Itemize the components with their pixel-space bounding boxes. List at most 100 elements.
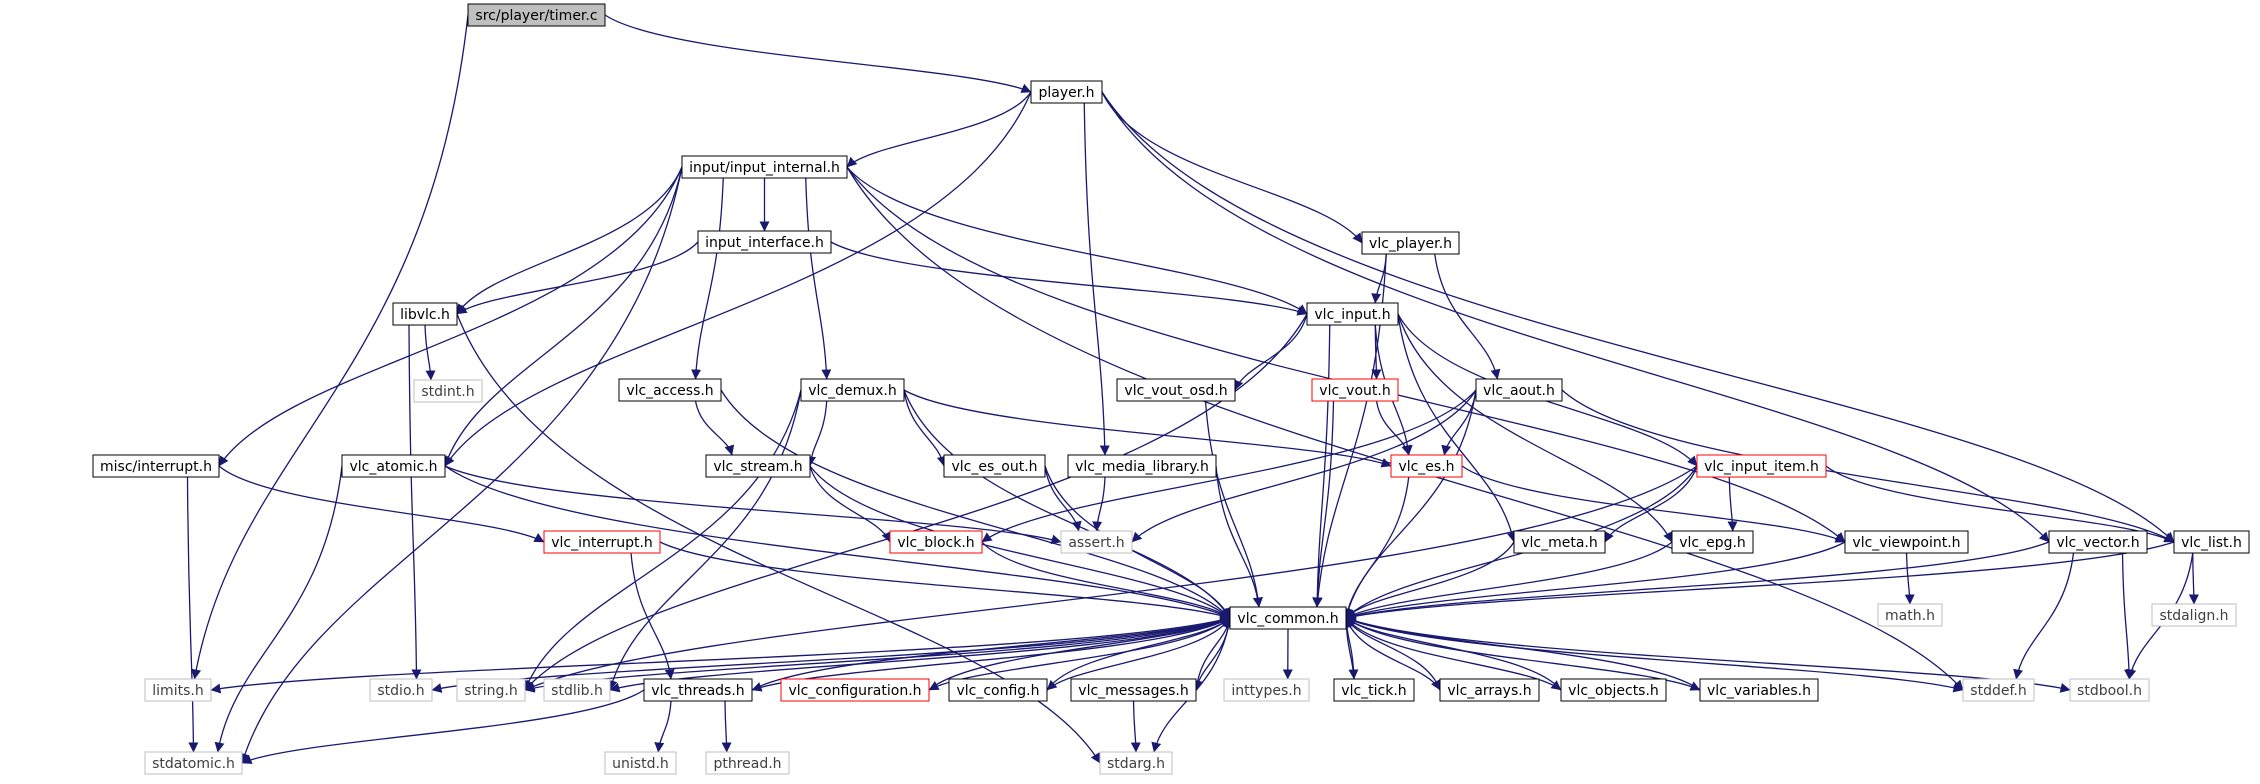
include-edge	[1046, 617, 1231, 691]
node-box	[1306, 302, 1399, 326]
graph-node-vlc-tick-h[interactable]: vlc_tick.h	[1333, 678, 1415, 702]
include-edge	[903, 389, 1392, 468]
node-label: stdlib.h	[551, 683, 603, 699]
graph-node-vlc-input-h[interactable]: vlc_input.h	[1306, 302, 1399, 326]
graph-node-stddef-h: stddef.h	[1962, 678, 2035, 702]
node-label: vlc_meta.h	[1521, 535, 1598, 551]
node-box	[341, 454, 446, 478]
include-edge	[1345, 541, 1846, 620]
node-box	[456, 678, 526, 702]
graph-node-vlc-aout-h[interactable]: vlc_aout.h	[1475, 378, 1563, 402]
node-box	[1390, 454, 1463, 478]
graph-node-input-internal-h[interactable]: input/input_internal.h	[681, 155, 848, 179]
graph-node-vlc-threads-h[interactable]: vlc_threads.h	[643, 678, 753, 702]
node-label: vlc_block.h	[897, 535, 974, 551]
graph-node-vlc-vector-h[interactable]: vlc_vector.h	[2048, 530, 2148, 554]
node-label: stddef.h	[1970, 683, 2026, 699]
include-edge	[1397, 313, 1673, 543]
include-edge	[809, 465, 1231, 619]
graph-node-assert-h: assert.h	[1060, 530, 1133, 554]
graph-node-vlc-viewpoint-h[interactable]: vlc_viewpoint.h	[1844, 530, 1969, 554]
graph-node-vlc-media-library-h[interactable]: vlc_media_library.h	[1067, 454, 1217, 478]
node-box	[2173, 530, 2250, 554]
graph-node-vlc-block-h[interactable]: vlc_block.h	[889, 530, 983, 554]
include-edge	[981, 541, 1231, 619]
graph-node-player-h[interactable]: player.h	[1030, 80, 1103, 104]
graph-node-inttypes-h: inttypes.h	[1223, 678, 1310, 702]
include-edge	[214, 465, 343, 753]
include-edge	[720, 389, 1231, 619]
node-box	[1067, 454, 1217, 478]
node-label: vlc_demux.h	[808, 383, 897, 399]
node-label: vlc_common.h	[1237, 611, 1338, 627]
graph-node-vlc-list-h[interactable]: vlc_list.h	[2173, 530, 2250, 554]
graph-node-vlc-access-h[interactable]: vlc_access.h	[618, 378, 722, 402]
include-edge	[218, 465, 545, 543]
include-edge	[524, 465, 1698, 691]
graph-node-vlc-variables-h[interactable]: vlc_variables.h	[1699, 678, 1819, 702]
node-box	[943, 454, 1046, 478]
graph-node-vlc-objects-h[interactable]: vlc_objects.h	[1560, 678, 1667, 702]
node-label: stdalign.h	[2159, 608, 2228, 624]
node-label: vlc_viewpoint.h	[1852, 535, 1960, 551]
node-box	[1696, 454, 1827, 478]
node-box	[705, 454, 811, 478]
graph-node-vlc-player-h[interactable]: vlc_player.h	[1361, 231, 1460, 255]
node-label: stdbool.h	[2077, 683, 2142, 699]
node-label: src/player/timer.c	[475, 8, 597, 24]
node-label: stdarg.h	[1107, 756, 1165, 772]
graph-node-libvlc-h[interactable]: libvlc.h	[392, 302, 458, 326]
node-box	[2069, 678, 2150, 702]
graph-node-vlc-arrays-h[interactable]: vlc_arrays.h	[1439, 678, 1540, 702]
include-edge	[903, 389, 947, 467]
graph-node-stdarg-h: stdarg.h	[1099, 751, 1173, 775]
graph-node-vlc-input-item-h[interactable]: vlc_input_item.h	[1696, 454, 1827, 478]
node-box	[604, 751, 677, 775]
node-box	[1844, 530, 1969, 554]
include-edge	[846, 91, 1032, 168]
graph-node-vlc-messages-h[interactable]: vlc_messages.h	[1070, 678, 1197, 702]
graph-node-vlc-interrupt-h[interactable]: vlc_interrupt.h	[543, 530, 661, 554]
graph-node-input-interface-h[interactable]: input_interface.h	[697, 230, 832, 254]
include-edge	[659, 541, 1231, 620]
node-box	[643, 678, 753, 702]
node-box	[1475, 378, 1563, 402]
include-edge	[1345, 541, 2175, 621]
graph-node-vlc-config-h[interactable]: vlc_config.h	[948, 678, 1048, 702]
graph-node-vlc-configuration-h[interactable]: vlc_configuration.h	[780, 678, 930, 702]
graph-node-stdalign-h: stdalign.h	[2151, 603, 2237, 627]
include-edge	[218, 166, 683, 467]
graph-node-vlc-epg-h[interactable]: vlc_epg.h	[1671, 530, 1754, 554]
node-box	[1361, 231, 1460, 255]
node-label: input_interface.h	[705, 235, 824, 251]
include-edge	[846, 166, 1308, 315]
graph-node-vlc-vout-osd-h[interactable]: vlc_vout_osd.h	[1116, 378, 1236, 402]
graph-node-vlc-meta-h[interactable]: vlc_meta.h	[1513, 530, 1606, 554]
include-edge	[1312, 400, 1335, 608]
graph-node-vlc-es-h[interactable]: vlc_es.h	[1390, 454, 1463, 478]
graph-node-vlc-common-h[interactable]: vlc_common.h	[1229, 606, 1347, 630]
graph-node-stdbool-h: stdbool.h	[2069, 678, 2150, 702]
graph-node-timer-c[interactable]: src/player/timer.c	[467, 3, 606, 27]
graph-node-vlc-es-out-h[interactable]: vlc_es_out.h	[943, 454, 1046, 478]
graph-node-vlc-vout-h[interactable]: vlc_vout.h	[1311, 378, 1399, 402]
include-edge	[210, 617, 1231, 694]
node-box	[1877, 603, 1943, 627]
node-label: vlc_vout.h	[1319, 383, 1390, 399]
node-box	[369, 678, 433, 702]
include-edge	[1101, 91, 2050, 543]
include-edge	[809, 465, 891, 543]
node-label: vlc_messages.h	[1078, 683, 1188, 699]
node-label: vlc_threads.h	[651, 683, 744, 699]
node-label: vlc_es.h	[1398, 459, 1454, 475]
graph-node-vlc-atomic-h[interactable]: vlc_atomic.h	[341, 454, 446, 478]
graph-node-vlc-stream-h[interactable]: vlc_stream.h	[705, 454, 811, 478]
graph-node-misc-interrupt-h[interactable]: misc/interrupt.h	[92, 454, 220, 478]
include-edge	[1215, 465, 1263, 608]
graph-node-vlc-demux-h[interactable]: vlc_demux.h	[800, 378, 905, 402]
graph-node-math-h: math.h	[1877, 603, 1943, 627]
include-edge	[1195, 617, 1234, 691]
include-edge	[630, 552, 675, 680]
include-edge	[604, 14, 1032, 93]
